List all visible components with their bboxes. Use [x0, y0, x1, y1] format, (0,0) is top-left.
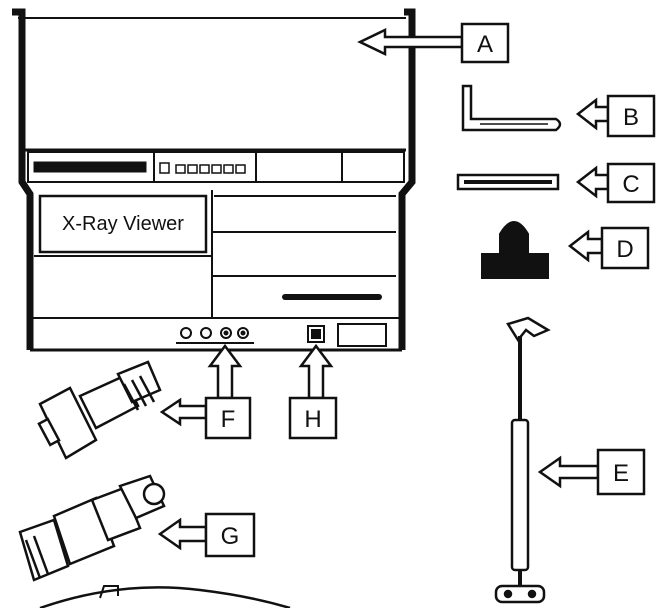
- film-slot: [282, 294, 382, 300]
- arrow-f-side: [159, 397, 208, 427]
- part-e-gas-strut: [494, 316, 551, 604]
- callout-e: E: [613, 460, 629, 487]
- viewer-name-panel: X-Ray Viewer: [38, 194, 208, 254]
- arrow-h: [298, 343, 334, 400]
- viewer-name-label: X-Ray Viewer: [62, 213, 184, 235]
- arrow-e: [537, 455, 600, 489]
- arrow-c: [575, 165, 610, 199]
- part-b-bracket: [461, 84, 562, 132]
- part-d-foot: [481, 221, 549, 279]
- front-connectors: [176, 325, 325, 344]
- arrow-d: [567, 229, 604, 263]
- part-c-strip: [456, 173, 560, 191]
- control-strip: [33, 161, 246, 174]
- callout-a: A: [477, 31, 493, 58]
- part-f-fitting: [37, 360, 162, 460]
- callout-g: G: [221, 523, 240, 550]
- callout-b: B: [623, 104, 639, 131]
- callout-arrows: [157, 28, 610, 551]
- part-g-fitting: [18, 474, 166, 582]
- bottom-partial-shape: [39, 586, 291, 608]
- callout-f: F: [221, 406, 236, 433]
- callout-h: H: [304, 406, 321, 433]
- arrow-b: [575, 97, 610, 131]
- xray-viewer-cabinet: [12, 8, 416, 352]
- bottom-partial-detail: [99, 585, 119, 599]
- callout-d: D: [616, 236, 633, 263]
- callout-boxes: [204, 22, 656, 558]
- arrow-g: [157, 517, 208, 551]
- arrow-f: [207, 343, 243, 400]
- callout-c: C: [622, 171, 639, 198]
